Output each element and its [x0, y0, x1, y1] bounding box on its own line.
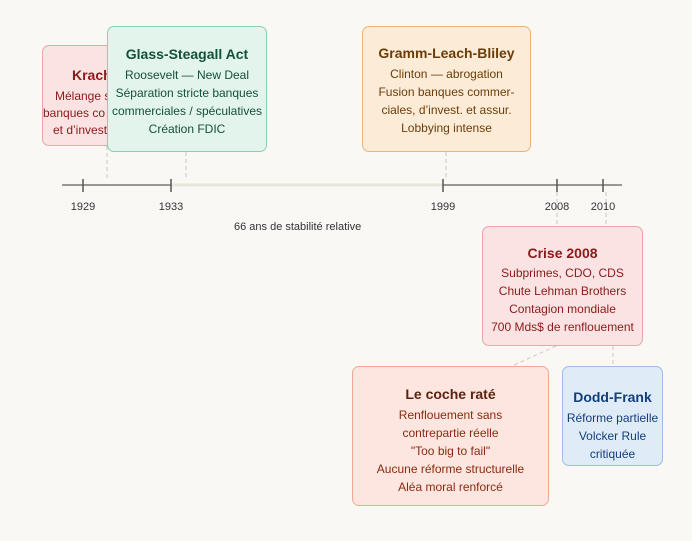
- coche-rate-line-2: contrepartie réelle: [402, 426, 499, 440]
- gramm-leach-bliley-title: Gramm-Leach-Bliley: [378, 45, 515, 61]
- coche-rate-line-5: Aléa moral renforcé: [398, 480, 503, 494]
- crise-2008-title: Crise 2008: [527, 245, 598, 261]
- dodd-frank-line-1: Réforme partielle: [566, 411, 659, 425]
- year-label-1933: 1933: [158, 201, 184, 213]
- gramm-leach-bliley-line-4: Lobbying intense: [401, 121, 492, 135]
- crise-2008-line-3: Contagion mondiale: [509, 302, 616, 316]
- crise-2008-box: Crise 2008 Subprimes, CDO, CDS Chute Leh…: [482, 226, 643, 346]
- glass-steagall-line-2: Séparation stricte banques: [115, 86, 259, 100]
- year-label-1999: 1999: [430, 201, 456, 213]
- glass-steagall-box: Glass-Steagall Act Roosevelt — New Deal …: [107, 26, 267, 152]
- dodd-frank-title: Dodd-Frank: [573, 389, 652, 405]
- dodd-frank-line-2: Volcker Rule: [578, 429, 647, 443]
- stability-note: 66 ans de stabilité relative: [234, 221, 362, 233]
- year-label-1929: 1929: [70, 201, 96, 213]
- gramm-leach-bliley-box: Gramm-Leach-Bliley Clinton — abrogation …: [362, 26, 531, 152]
- gramm-leach-bliley-line-3: ciales, d’invest. et assur.: [381, 103, 512, 117]
- krach-line-3: et d’invest: [53, 123, 108, 137]
- year-label-2008: 2008: [544, 201, 570, 213]
- krach-line-2: banques co: [43, 106, 106, 120]
- coche-rate-title: Le coche raté: [405, 386, 496, 402]
- crise-2008-line-1: Subprimes, CDO, CDS: [501, 266, 624, 280]
- year-label-2010: 2010: [590, 201, 616, 213]
- dodd-frank-line-3: critiquée: [589, 447, 636, 461]
- glass-steagall-line-3: commerciales / spéculatives: [111, 104, 263, 118]
- coche-rate-line-3: "Too big to fail": [410, 444, 491, 458]
- connector-coche: [511, 345, 557, 367]
- krach-title: Krach: [72, 67, 112, 83]
- crise-2008-line-2: Chute Lehman Brothers: [498, 284, 627, 298]
- glass-steagall-line-1: Roosevelt — New Deal: [124, 68, 250, 82]
- glass-steagall-title: Glass-Steagall Act: [125, 46, 249, 62]
- gramm-leach-bliley-line-2: Fusion banques commer-: [378, 85, 515, 99]
- coche-rate-line-1: Renflouement sans: [398, 408, 503, 422]
- gramm-leach-bliley-line-1: Clinton — abrogation: [390, 67, 503, 81]
- glass-steagall-line-4: Création FDIC: [148, 122, 226, 136]
- dodd-frank-box: Dodd-Frank Réforme partielle Volcker Rul…: [562, 366, 663, 466]
- coche-rate-box: Le coche raté Renflouement sans contrepa…: [352, 366, 549, 506]
- crise-2008-line-4: 700 Mds$ de renflouement: [491, 320, 634, 334]
- coche-rate-line-4: Aucune réforme structurelle: [376, 462, 525, 476]
- krach-line-1: Mélange s: [55, 89, 111, 103]
